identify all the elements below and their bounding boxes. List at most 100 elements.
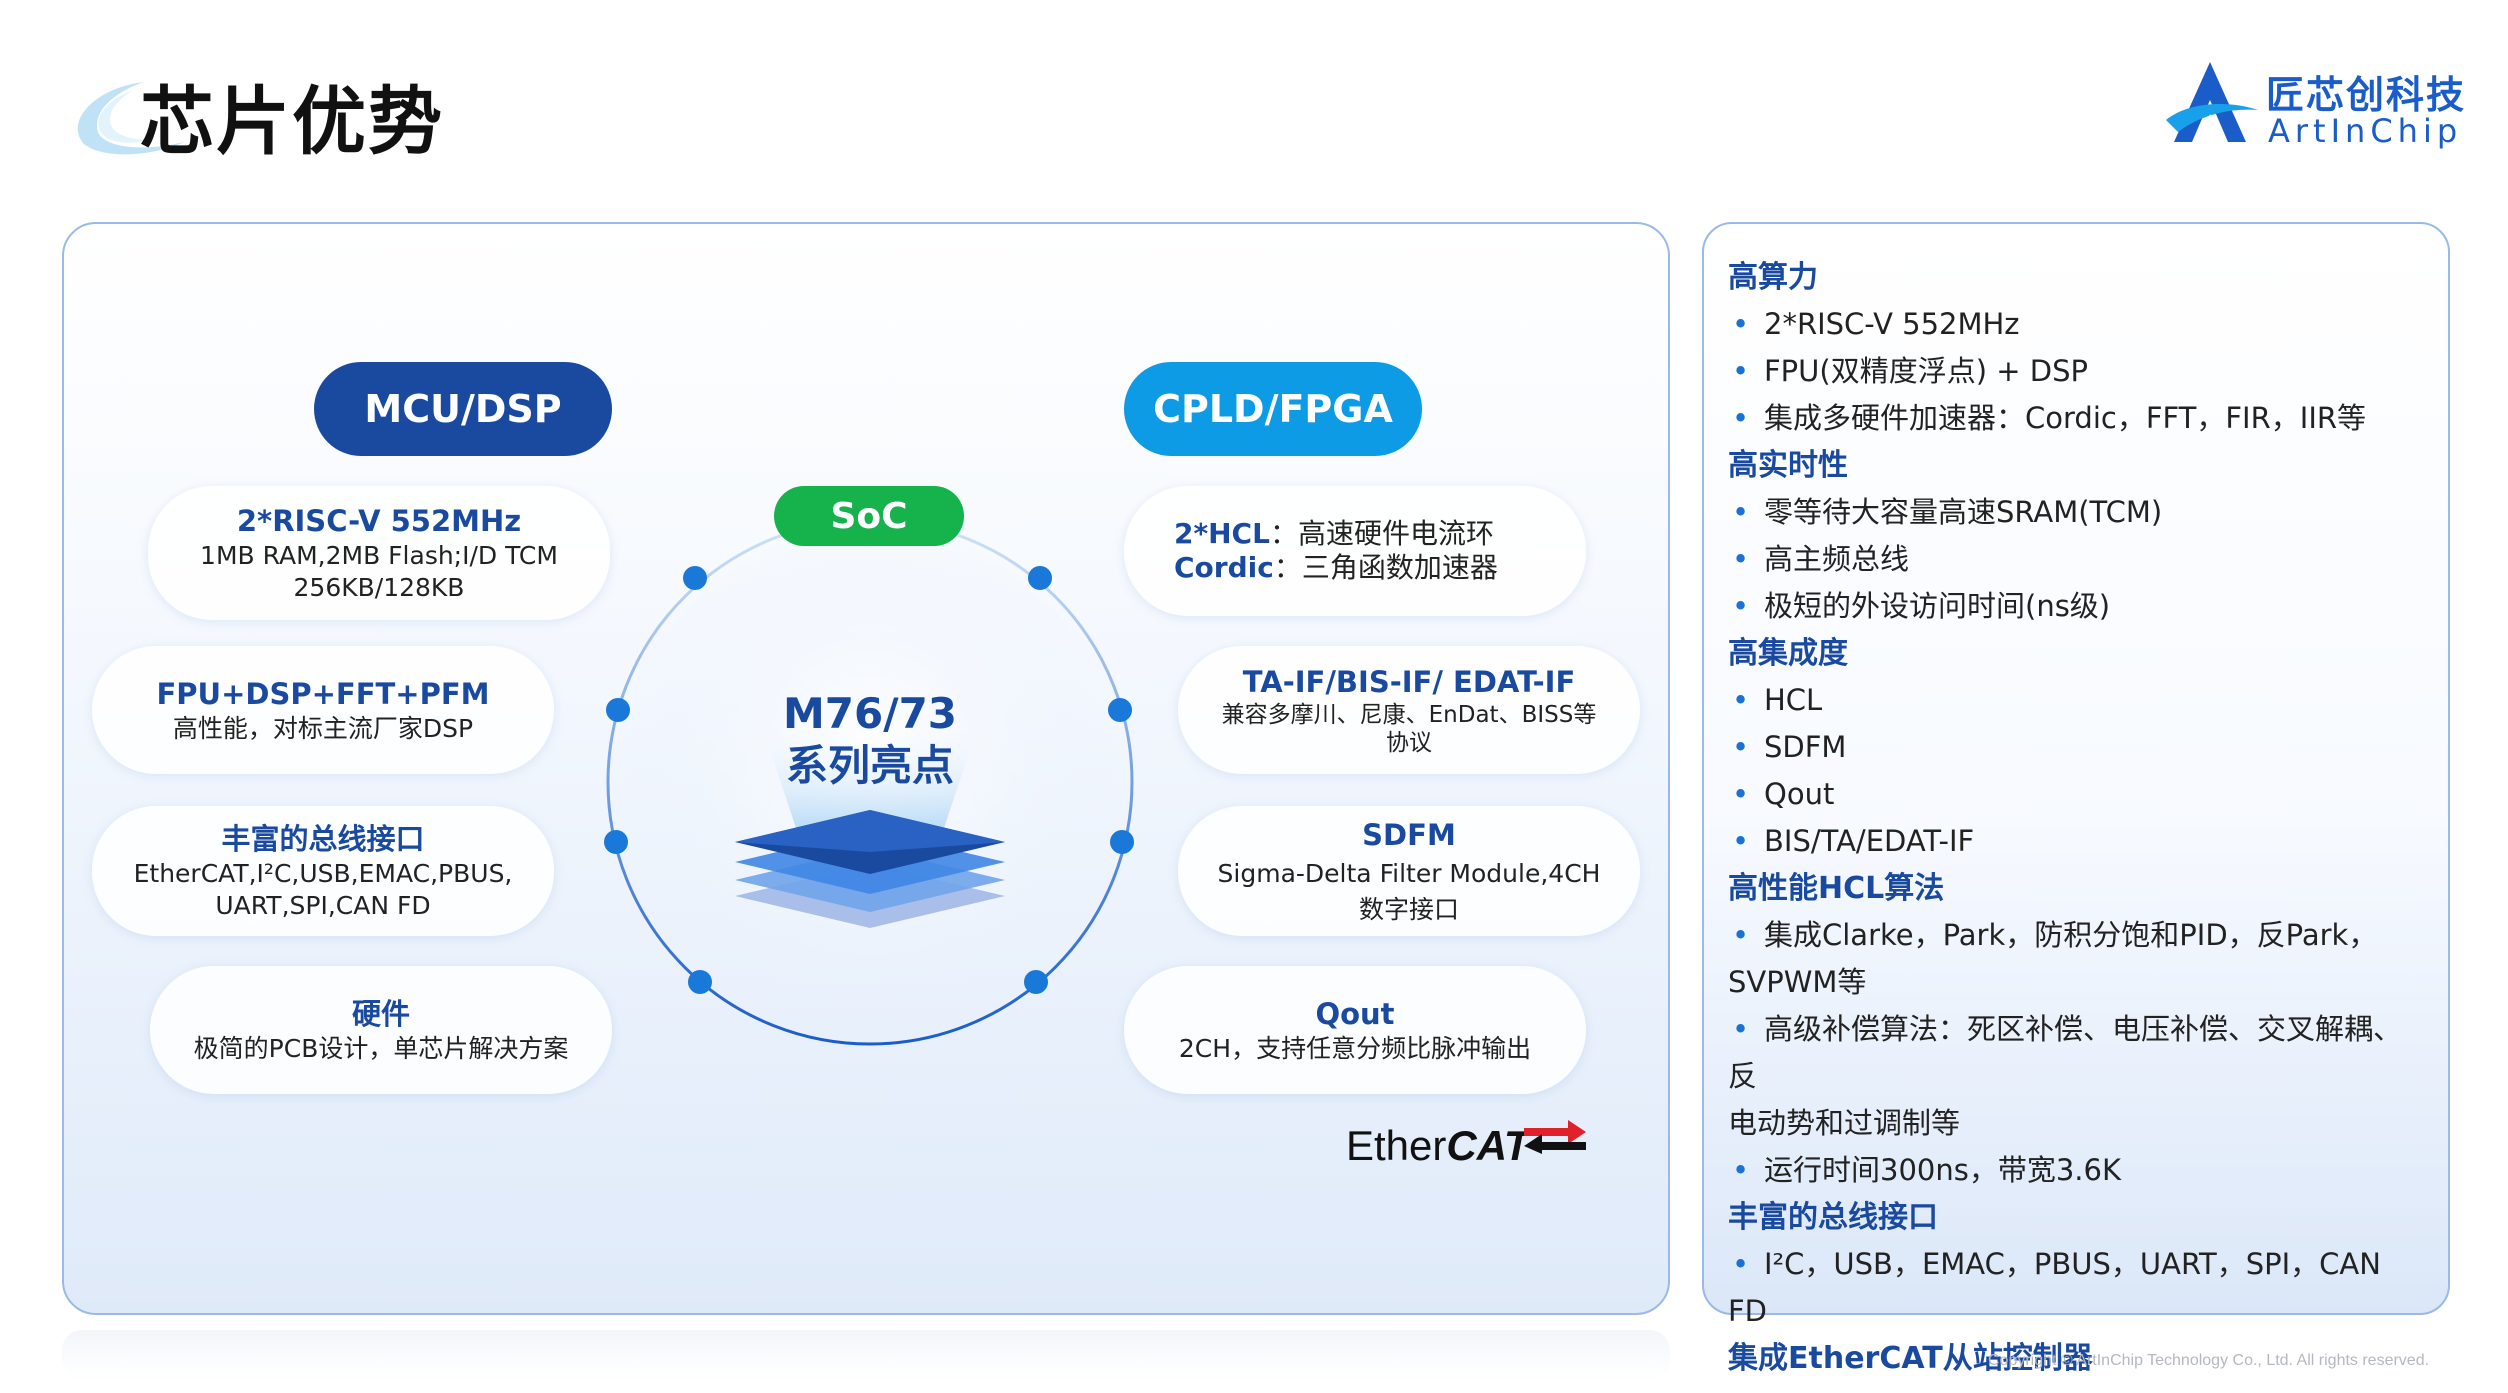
chip-stack-icon — [735, 810, 1005, 928]
bullet-icon: • — [1732, 683, 1750, 717]
section-heading-hcl-algorithm: 高性能HCL算法 — [1728, 871, 1945, 906]
list-item-text: SDFM — [1764, 730, 1847, 764]
list-item-text: 高级补偿算法：死区补偿、电压补偿、交叉解耦、反 — [1728, 1012, 2403, 1093]
list-item-text: 极短的外设访问时间(ns级) — [1764, 589, 2111, 623]
bullet-icon: • — [1732, 777, 1750, 811]
artinchip-logo-icon — [2166, 62, 2258, 142]
list-item: •FPU(双精度浮点) + DSP — [1728, 348, 2426, 395]
list-item-text: I²C，USB，EMAC，PBUS，UART，SPI，CAN FD — [1728, 1247, 2381, 1328]
card-text: Sigma-Delta Filter Module,4CH — [1217, 859, 1601, 888]
list-item: • 集成多硬件加速器：Cordic，FFT，FIR，IIR等 — [1728, 395, 2426, 442]
title-swoosh-icon — [77, 82, 184, 155]
series-subtitle: 系列亮点 — [785, 741, 954, 790]
section-heading-bus: 丰富的总线接口 — [1728, 1200, 1938, 1235]
card-title: TA-IF/BIS-IF/ EDAT-IF — [1242, 665, 1576, 699]
list-item: •高级补偿算法：死区补偿、电压补偿、交叉解耦、反 — [1728, 1006, 2426, 1100]
list-item: • 集成Clarke，Park，防积分饱和PID，反Park， — [1728, 912, 2426, 959]
bullet-icon: • — [1732, 589, 1750, 623]
list-item-text: Qout — [1764, 777, 1835, 811]
bullet-icon: • — [1732, 495, 1750, 529]
list-item-text: BIS/TA/EDAT-IF — [1764, 824, 1975, 858]
card-text: 高性能，对标主流厂家DSP — [172, 714, 474, 743]
ethercat-logo-bold: CAT — [1446, 1122, 1530, 1169]
artinchip-logo: 匠芯创科技 ArtInChip — [2158, 58, 2464, 158]
list-item-continued: SVPWM等 — [1728, 965, 1867, 999]
bullet-icon: • — [1732, 1153, 1750, 1187]
card-title: Qout — [1315, 997, 1395, 1031]
list-item: • HCL — [1728, 677, 2426, 724]
list-item-continued: 电动势和过调制等 — [1728, 1106, 1961, 1140]
ring-node-dot — [604, 830, 628, 854]
page-title: 芯片优势 — [140, 79, 444, 165]
list-item: • 极短的外设访问时间(ns级) — [1728, 583, 2426, 630]
ring-node-dot — [1110, 830, 1134, 854]
card-text: 极简的PCB设计，单芯片解决方案 — [193, 1034, 569, 1063]
card-title: 2*RISC-V 552MHz — [236, 504, 522, 538]
series-model: M76/73 — [782, 689, 958, 738]
card-text: 数字接口 — [1358, 895, 1459, 924]
list-item-text: FPU(双精度浮点) + DSP — [1764, 354, 2088, 388]
ethercat-logo-light: Ether — [1346, 1122, 1447, 1169]
list-item: • SDFM — [1728, 724, 2426, 771]
advantages-list-panel: 高算力 •2*RISC-V 552MHz •FPU(双精度浮点) + DSP •… — [1702, 222, 2450, 1376]
list-item-text: 运行时间300ns，带宽3.6K — [1764, 1153, 2121, 1187]
cpld-fpga-badge: CPLD/FPGA — [1124, 362, 1422, 456]
bullet-icon: • — [1732, 824, 1750, 858]
ethercat-logo: EtherCAT — [1346, 1118, 1586, 1178]
feature-card-risc-v: 2*RISC-V 552MHz 1MB RAM,2MB Flash;I/D TC… — [148, 486, 610, 620]
logo-english-name: ArtInChip — [2268, 112, 2463, 150]
list-item-text: 集成Clarke，Park，防积分饱和PID，反Park， — [1764, 918, 2378, 952]
feature-card-bus-interfaces: 丰富的总线接口 EtherCAT,I²C,USB,EMAC,PBUS, UART… — [92, 806, 554, 936]
soc-badge: SoC — [774, 486, 964, 546]
card-text: UART,SPI,CAN FD — [215, 891, 431, 920]
feature-card-fpu-dsp: FPU+DSP+FFT+PFM 高性能，对标主流厂家DSP — [92, 646, 554, 774]
bullet-icon: • — [1732, 542, 1750, 576]
list-item: •高主频总线 — [1728, 536, 2426, 583]
logo-chinese-name: 匠芯创科技 — [2266, 73, 2467, 117]
list-item: •I²C，USB，EMAC，PBUS，UART，SPI，CAN FD — [1728, 1241, 2426, 1335]
bullet-icon: • — [1732, 1247, 1750, 1281]
feature-card-qout: Qout 2CH，支持任意分频比脉冲输出 — [1124, 966, 1586, 1094]
mcu-dsp-badge: MCU/DSP — [314, 362, 612, 456]
bullet-icon: • — [1732, 1012, 1750, 1046]
card-title: SDFM — [1362, 818, 1456, 852]
ring-node-dot — [688, 970, 712, 994]
section-heading-computing: 高算力 — [1728, 260, 1818, 295]
ring-node-dot — [683, 566, 707, 590]
list-item: • 运行时间300ns，带宽3.6K — [1728, 1147, 2426, 1194]
ethercat-arrows-icon — [1524, 1120, 1586, 1154]
copyright-notice: Copyright © ArtInChip Technology Co., Lt… — [1988, 1352, 2430, 1369]
list-item-text: 2*RISC-V 552MHz — [1764, 307, 2020, 341]
list-item-text: HCL — [1764, 683, 1823, 717]
feature-card-sdfm: SDFM Sigma-Delta Filter Module,4CH 数字接口 — [1178, 806, 1640, 936]
feature-card-encoder-interfaces: TA-IF/BIS-IF/ EDAT-IF 兼容多摩川、尼康、EnDat、BIS… — [1178, 646, 1640, 774]
section-heading-realtime: 高实时性 — [1728, 448, 1848, 483]
ring-node-dot — [1028, 566, 1052, 590]
bullet-icon: • — [1732, 401, 1750, 435]
bullet-icon: • — [1732, 307, 1750, 341]
list-item-text: 集成多硬件加速器：Cordic，FFT，FIR，IIR等 — [1764, 401, 2367, 435]
card-title: FPU+DSP+FFT+PFM — [156, 677, 490, 711]
hcl-value: ：高速硬件电流环 — [1269, 517, 1494, 550]
list-item: • Qout — [1728, 771, 2426, 818]
feature-card-hardware: 硬件 极简的PCB设计，单芯片解决方案 — [150, 966, 612, 1094]
bullet-icon: • — [1732, 730, 1750, 764]
list-item-text: 零等待大容量高速SRAM(TCM) — [1764, 495, 2163, 529]
list-item: • 零等待大容量高速SRAM(TCM) — [1728, 489, 2426, 536]
ring-node-dot — [1024, 970, 1048, 994]
card-title: 硬件 — [351, 997, 410, 1031]
list-item: • 2*RISC-V 552MHz — [1728, 301, 2426, 348]
ring-node-dot — [606, 698, 630, 722]
section-heading-integration: 高集成度 — [1728, 636, 1848, 671]
cordic-row: Cordic：三角函数加速器 — [1174, 551, 1498, 585]
ring-node-dot — [1108, 698, 1132, 722]
bullet-icon: • — [1732, 918, 1750, 952]
soc-ring-diagram — [604, 520, 1134, 1046]
ethercat-logo-text: EtherCAT — [1346, 1122, 1530, 1170]
card-text: EtherCAT,I²C,USB,EMAC,PBUS, — [133, 859, 513, 888]
series-highlight-title: M76/73 系列亮点 — [690, 688, 1050, 792]
section-heading-ethercat: 集成EtherCAT从站控制器 — [1728, 1341, 2093, 1376]
hcl-row: 2*HCL：高速硬件电流环 — [1174, 517, 1494, 551]
card-title: 丰富的总线接口 — [221, 822, 425, 856]
card-text: 256KB/128KB — [293, 573, 465, 602]
